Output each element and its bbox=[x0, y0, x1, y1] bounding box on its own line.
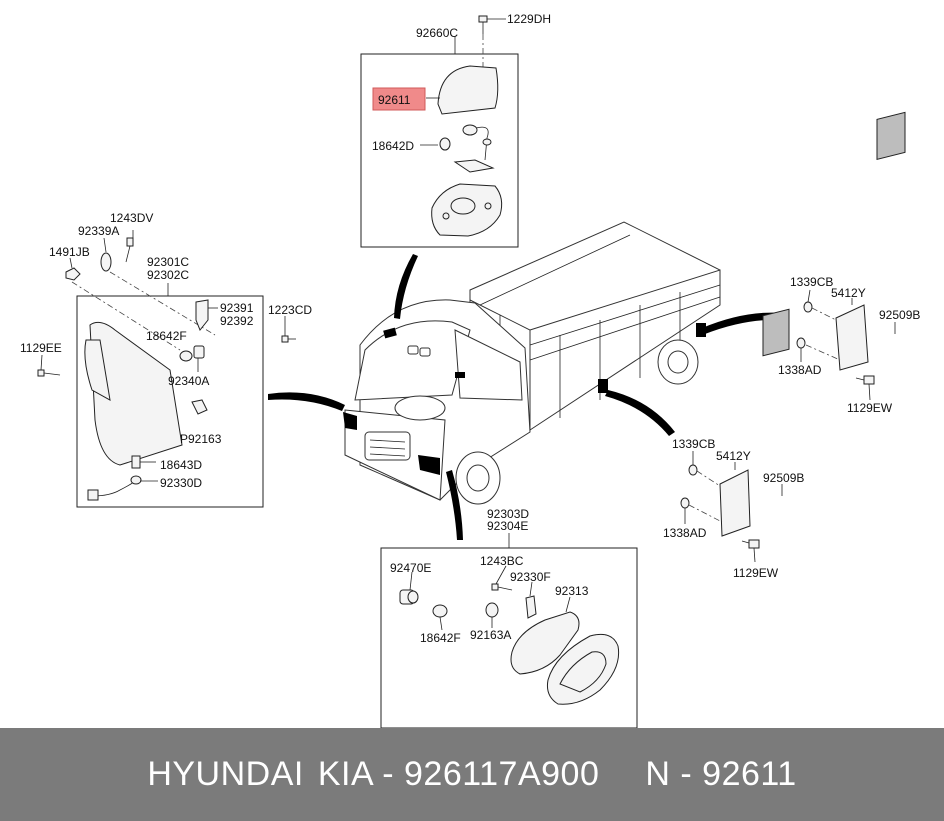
label-92303D: 92303D bbox=[487, 507, 529, 521]
label-1339CB-top: 1339CB bbox=[790, 275, 833, 289]
label-92301C: 92301C bbox=[147, 255, 189, 269]
part-number-banner: HYUNDAI KIA - 926117A900 N - 92611 bbox=[0, 728, 944, 821]
washer-icon bbox=[803, 301, 813, 313]
label-1129EW-top: 1129EW bbox=[847, 401, 893, 415]
socket-icon bbox=[399, 571, 419, 605]
reflector-icon bbox=[762, 308, 790, 357]
label-92660C: 92660C bbox=[416, 26, 458, 40]
wire-harness-icon bbox=[87, 475, 158, 501]
label-92339A: 92339A bbox=[78, 224, 119, 238]
label-92304E: 92304E bbox=[487, 519, 528, 533]
screw-icon bbox=[37, 354, 61, 377]
label-1223CD: 1223CD bbox=[268, 303, 312, 317]
label-5412Y-top: 5412Y bbox=[831, 286, 866, 300]
highlight-box bbox=[372, 87, 426, 111]
label-92340A: 92340A bbox=[168, 374, 209, 388]
bolt-icon bbox=[855, 375, 875, 401]
reflector-bracket-icon bbox=[719, 469, 751, 537]
label-92509B-top: 92509B bbox=[879, 308, 920, 322]
brand-hyundai: HYUNDAI bbox=[147, 755, 304, 793]
lamp-cover-icon bbox=[437, 65, 499, 115]
label-1229DH: 1229DH bbox=[507, 12, 551, 26]
label-92330F: 92330F bbox=[510, 570, 551, 584]
wedge-bulb-icon bbox=[131, 455, 141, 469]
bulb-icon bbox=[432, 604, 448, 618]
bulb-icon bbox=[439, 137, 451, 151]
label-18642D: 18642D bbox=[372, 139, 414, 153]
screw-icon bbox=[478, 15, 506, 34]
truck-illustration bbox=[343, 221, 721, 505]
label-1243BC: 1243BC bbox=[480, 554, 524, 568]
nut-icon bbox=[65, 267, 81, 281]
screw-icon bbox=[281, 316, 296, 343]
socket-icon bbox=[462, 124, 492, 161]
catalog-number: 92611 bbox=[702, 755, 797, 793]
side-lamp-lens-icon bbox=[89, 321, 183, 466]
top-lamp-box bbox=[360, 15, 519, 248]
clip-icon bbox=[191, 399, 208, 415]
grommet-icon bbox=[485, 602, 499, 618]
label-92509B-mid: 92509B bbox=[763, 471, 804, 485]
label-P92163: P92163 bbox=[180, 432, 222, 446]
label-18643D: 18643D bbox=[160, 458, 202, 472]
socket-icon bbox=[193, 345, 205, 372]
screw-icon bbox=[125, 230, 134, 263]
part-number-text: HYUNDAI KIA - 926117A900 N - 92611 bbox=[147, 755, 796, 794]
label-18642F-left: 18642F bbox=[146, 329, 187, 343]
n-label: N bbox=[645, 755, 671, 793]
label-1338AD-top: 1338AD bbox=[778, 363, 822, 377]
label-92330D: 92330D bbox=[160, 476, 202, 490]
grommet-icon bbox=[100, 252, 112, 272]
screw-icon bbox=[491, 565, 513, 591]
brand-kia: KIA bbox=[317, 755, 373, 793]
bracket-icon bbox=[525, 595, 537, 619]
label-92470E: 92470E bbox=[390, 561, 431, 575]
label-1338AD-mid: 1338AD bbox=[663, 526, 707, 540]
separator-dash: - bbox=[680, 755, 693, 793]
label-1129EE: 1129EE bbox=[20, 341, 62, 355]
label-92391: 92391 bbox=[220, 301, 254, 315]
reflector-bracket-icon bbox=[835, 304, 869, 371]
reflector-group-mid bbox=[680, 308, 790, 563]
label-1491JB: 1491JB bbox=[49, 245, 90, 259]
bracket-icon bbox=[453, 159, 495, 173]
bracket-icon bbox=[195, 299, 209, 331]
label-92611: 92611 bbox=[378, 93, 411, 107]
left-lamp-box bbox=[37, 230, 296, 508]
reflector-icon bbox=[876, 111, 906, 160]
parts-diagram: 1229DH 92660C 92611 18642D bbox=[20, 12, 920, 728]
washer-icon bbox=[796, 337, 806, 349]
separator-dash: - bbox=[382, 755, 395, 793]
bottom-lamp-box bbox=[380, 533, 638, 728]
label-92302C: 92302C bbox=[147, 268, 189, 282]
label-92313: 92313 bbox=[555, 584, 589, 598]
label-18642F-bottom: 18642F bbox=[420, 631, 461, 645]
label-1129EW-mid: 1129EW bbox=[733, 566, 779, 580]
washer-icon bbox=[688, 464, 698, 476]
label-1243DV: 1243DV bbox=[110, 211, 153, 225]
label-92392: 92392 bbox=[220, 314, 254, 328]
label-1339CB-mid: 1339CB bbox=[672, 437, 715, 451]
bolt-icon bbox=[741, 539, 760, 563]
oem-part-number: 926117A900 bbox=[404, 755, 600, 793]
washer-icon bbox=[680, 497, 690, 509]
reflector-group-top bbox=[796, 111, 906, 401]
bulb-icon bbox=[179, 350, 193, 362]
label-92163A: 92163A bbox=[470, 628, 511, 642]
lens-icon bbox=[510, 611, 580, 675]
label-5412Y-mid: 5412Y bbox=[716, 449, 751, 463]
